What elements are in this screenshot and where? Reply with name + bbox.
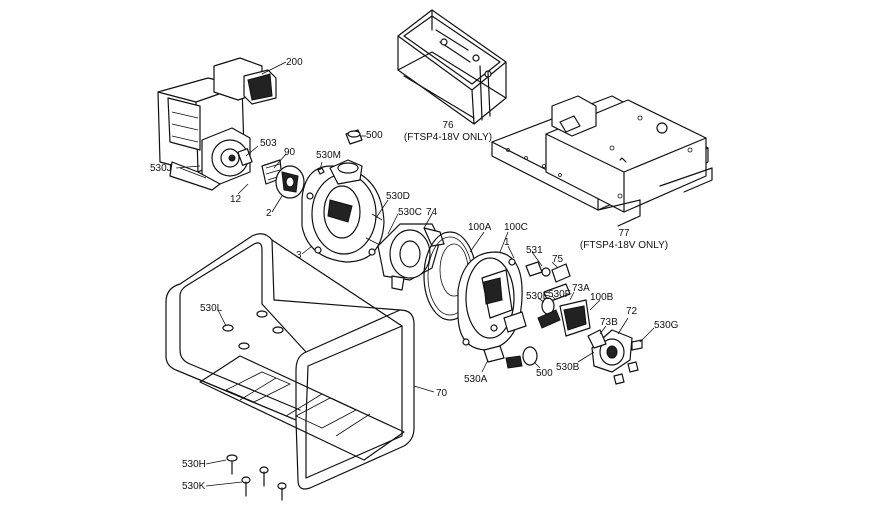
callout-100A: 100A <box>468 222 492 233</box>
callout-530B: 530B <box>556 362 580 373</box>
callout-90: 90 <box>284 147 296 158</box>
callout-77-note: (FTSP4-18V ONLY) <box>580 240 668 251</box>
bolts <box>226 454 287 501</box>
engine <box>157 57 277 191</box>
callout-3: 3 <box>296 250 302 261</box>
cradle-frame <box>165 233 415 490</box>
callout-531: 531 <box>526 245 543 256</box>
callout-530A: 530A <box>464 374 488 385</box>
fittings <box>317 129 643 385</box>
frame-76 <box>397 9 507 125</box>
pump-casing <box>301 159 385 263</box>
callout-74: 74 <box>426 207 438 218</box>
callout-530J: 530J <box>150 163 172 174</box>
callout-503: 503 <box>260 138 277 149</box>
callout-530E: 530E <box>526 291 550 302</box>
callout-76: 76 <box>442 120 454 131</box>
callout-530D: 530D <box>386 191 410 202</box>
callout-100B: 100B <box>590 292 614 303</box>
callout-77: 77 <box>618 228 630 239</box>
pump-cover <box>457 251 527 351</box>
callout-labels: 200 76 (FTSP4-18V ONLY) 503 90 530M 500 … <box>150 57 679 492</box>
callout-73B: 73B <box>600 317 618 328</box>
callout-1: 1 <box>504 237 510 248</box>
callout-530K: 530K <box>182 481 206 492</box>
base-77 <box>491 95 713 227</box>
callout-72: 72 <box>626 306 638 317</box>
callout-200: 200 <box>286 57 303 68</box>
callout-500-bottom: 500 <box>536 368 553 379</box>
callout-530C: 530C <box>398 207 422 218</box>
callout-500-top: 500 <box>366 130 383 141</box>
callout-530H: 530H <box>182 459 206 470</box>
callout-76-note: (FTSP4-18V ONLY) <box>404 132 492 143</box>
callout-530M: 530M <box>316 150 341 161</box>
callout-100C: 100C <box>504 222 528 233</box>
callout-70: 70 <box>436 388 448 399</box>
callout-73A: 73A <box>572 283 590 294</box>
callout-530F: 530F <box>548 289 571 300</box>
callout-75: 75 <box>552 254 564 265</box>
callout-12: 12 <box>230 194 242 205</box>
callout-2: 2 <box>266 208 272 219</box>
shaft-parts <box>237 148 305 199</box>
leader-lines <box>175 61 655 487</box>
callout-530G: 530G <box>654 320 679 331</box>
callout-530L: 530L <box>200 303 223 314</box>
